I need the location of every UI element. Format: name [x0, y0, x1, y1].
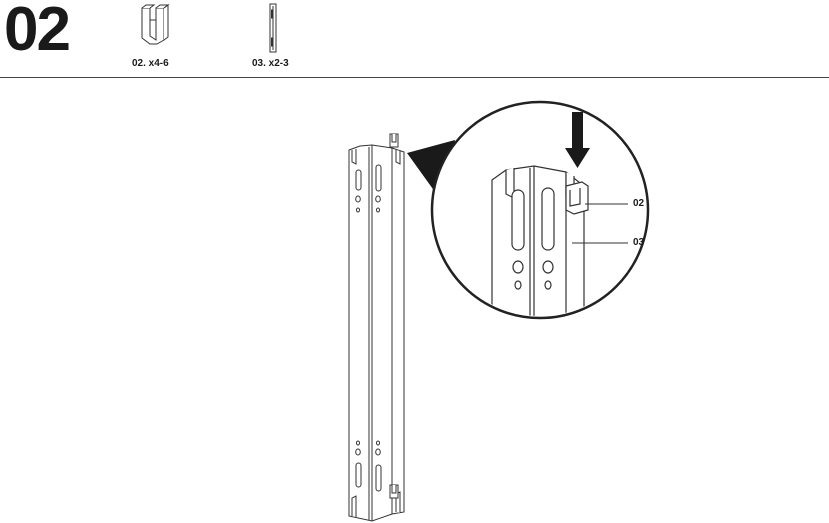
- down-arrow-icon: [565, 112, 590, 168]
- step-number: 02: [4, 0, 71, 64]
- clip-top: [389, 133, 399, 148]
- part-03-label: 03. x2-3: [252, 58, 289, 69]
- callout-label-02: 02: [633, 198, 645, 209]
- part-02-label: 02. x4-6: [132, 58, 169, 69]
- upright-post: [348, 144, 405, 522]
- callout-label-03: 03: [633, 237, 645, 248]
- header-divider: [0, 77, 829, 78]
- clip-bottom: [389, 484, 399, 499]
- clip-connector-icon: [141, 4, 170, 45]
- upright-post-icon: [269, 3, 277, 53]
- zoomed-post: [491, 165, 589, 316]
